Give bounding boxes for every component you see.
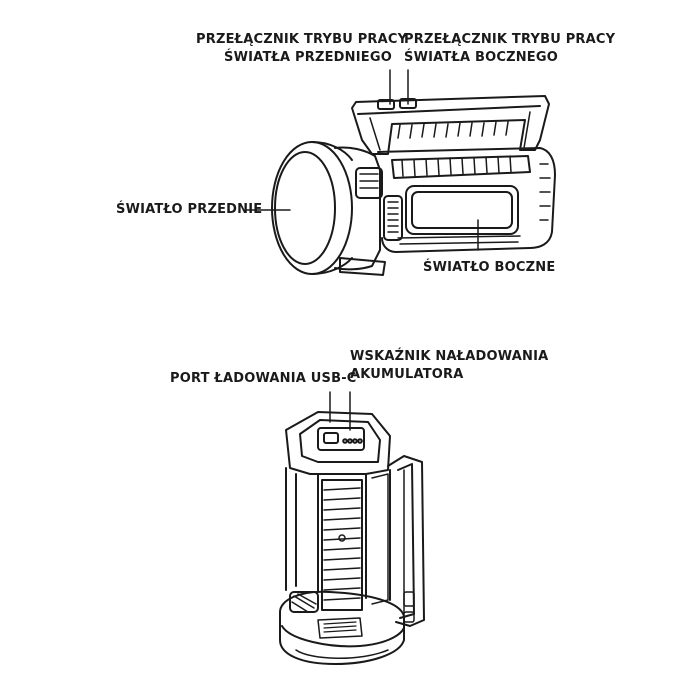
front-mode-switch-label-line1: PRZEŁĄCZNIK TRYBU PRACY <box>196 32 408 47</box>
battery-led-3 <box>352 438 358 444</box>
usb-port-label: PORT ŁADOWANIA USB-C <box>170 371 357 386</box>
front-lens <box>271 141 353 275</box>
base <box>279 590 405 665</box>
body-column <box>285 467 391 611</box>
side-handle <box>371 455 425 627</box>
side-mode-switch-label-line2: ŚWIATŁA BOCZNEGO <box>404 50 559 65</box>
side-mode-switch-icon <box>399 98 417 109</box>
head-collar <box>334 146 386 276</box>
side-light-label: ŚWIATŁO BOCZNE <box>423 260 556 275</box>
battery-led-4 <box>357 438 363 444</box>
battery-indicator-label-line1: WSKAŹNIK NAŁADOWANIA <box>350 349 549 364</box>
searchlight-side-view <box>246 69 556 276</box>
battery-indicator-label: WSKAŹNIK NAŁADOWANIA AKUMULATORA <box>350 348 548 384</box>
main-body <box>377 147 556 253</box>
top-cap <box>285 411 391 475</box>
front-light-label: ŚWIATŁO PRZEDNIE <box>116 202 263 217</box>
usb-c-port-icon <box>323 432 339 444</box>
battery-led-1 <box>342 438 348 444</box>
handle-top <box>351 95 550 155</box>
front-mode-switch-icon <box>377 99 395 110</box>
side-mode-switch-label: PRZEŁĄCZNIK TRYBU PRACY ŚWIATŁA BOCZNEGO <box>404 31 615 67</box>
side-light-panel <box>405 185 519 235</box>
side-mode-switch-label-line1: PRZEŁĄCZNIK TRYBU PRACY <box>404 32 616 47</box>
battery-indicator-label-line2: AKUMULATORA <box>350 367 464 382</box>
searchlight-rear-view <box>279 391 425 665</box>
front-mode-switch-label: PRZEŁĄCZNIK TRYBU PRACY ŚWIATŁA PRZEDNIE… <box>196 31 408 67</box>
battery-led-2 <box>347 438 353 444</box>
front-mode-switch-label-line2: ŚWIATŁA PRZEDNIEGO <box>224 50 392 65</box>
